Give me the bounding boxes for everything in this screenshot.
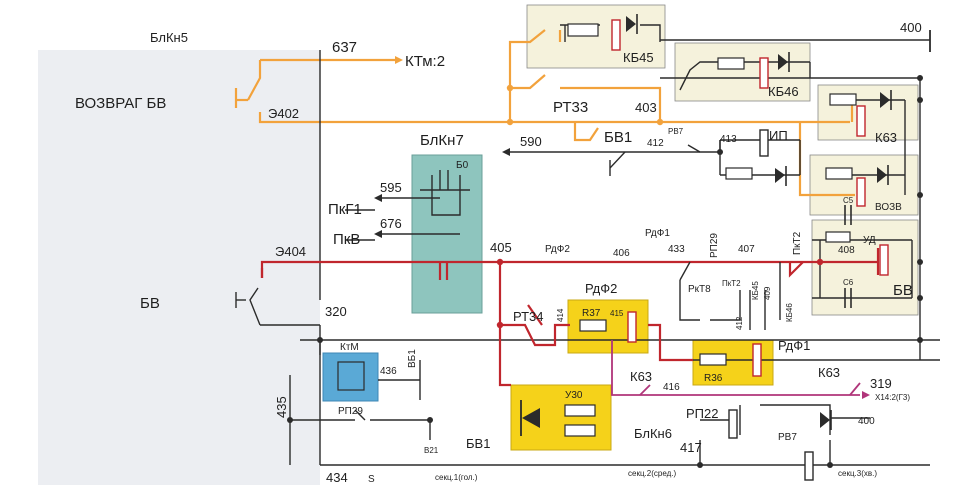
label-rdf1-top: РдФ1 [645, 228, 670, 239]
label-bv1-mid: БВ1 [604, 129, 632, 146]
label-rt33: РТ33 [553, 99, 588, 116]
label-pkt2-top: ПкТ2 [792, 231, 803, 255]
label-blkn6: БлКн6 [634, 426, 672, 441]
label-vb1: ВБ1 [407, 349, 418, 368]
label-408: 408 [838, 245, 855, 256]
label-407: 407 [738, 244, 755, 255]
label-rp22: РП22 [686, 406, 718, 421]
label-kb46-v: КБ46 [785, 303, 794, 322]
label-c5: С5 [843, 196, 854, 205]
red-circuit [260, 248, 880, 387]
label-vozvrat-bv: ВОЗВРАГ БВ [75, 95, 166, 112]
label-k63-right: К63 [818, 365, 840, 380]
label-u30: У30 [565, 390, 583, 401]
label-400-low: 400 [858, 416, 875, 427]
label-bv1-low: БВ1 [466, 436, 490, 451]
label-ip: ИП [769, 128, 788, 143]
label-rt34: РТ34 [513, 309, 544, 324]
orange-circuit [234, 29, 855, 197]
label-bv-left: БВ [140, 295, 160, 312]
junction-dots [287, 75, 923, 468]
label-r36: R36 [704, 373, 723, 384]
label-rdf2-box: РдФ2 [585, 281, 617, 296]
label-kb46: КБ46 [768, 84, 799, 99]
contact-icon [345, 170, 781, 330]
label-434: 434 [326, 470, 348, 485]
label-400-top: 400 [900, 20, 922, 35]
label-section-1: секц.1(гол.) [435, 473, 478, 482]
label-595: 595 [380, 180, 402, 195]
diode-icon [520, 14, 892, 436]
label-412b: 412 [735, 316, 744, 330]
label-rp29-top: РП29 [709, 233, 720, 258]
label-kb45-v: КБ45 [751, 281, 760, 300]
label-b0: Б0 [456, 160, 469, 171]
label-rkt8: РкТ8 [688, 284, 711, 295]
label-rp29-low: РП29 [338, 406, 363, 417]
label-403: 403 [635, 100, 657, 115]
label-435: 435 [274, 396, 289, 418]
label-ud: УД [863, 235, 876, 246]
label-rv7: РВ7 [778, 432, 797, 443]
label-rdf2-top: РдФ2 [545, 244, 570, 255]
label-pkt2-mid: ПкТ2 [722, 279, 741, 288]
label-433: 433 [668, 244, 685, 255]
coil-icon [337, 19, 889, 481]
label-section-2: секц.2(сред.) [628, 469, 676, 478]
purple-circuit [611, 340, 870, 399]
label-k63-low: К63 [630, 369, 652, 384]
relay-panel-k63 [817, 84, 919, 141]
label-kb45: КБ45 [623, 50, 654, 65]
label-415: 415 [610, 309, 624, 318]
label-417: 417 [680, 440, 702, 455]
label-406: 406 [613, 248, 630, 259]
diagram-labels: БлКн5 637 КТм:2 ВОЗВРАГ БВ Э402 КБ45 КБ4… [75, 20, 922, 485]
label-c6: С6 [843, 278, 854, 287]
label-rv7-small: РВ7 [668, 127, 684, 136]
resistor-icon [564, 23, 857, 437]
label-blkn5: БлКн5 [150, 30, 188, 45]
capacitor-icon [844, 205, 852, 308]
label-409: 409 [763, 286, 772, 300]
label-bv-right: БВ [893, 282, 913, 299]
label-e404: Э404 [275, 244, 306, 259]
label-v21: В21 [424, 446, 439, 455]
label-k63-top: К63 [875, 130, 897, 145]
label-vozv: ВОЗВ [875, 202, 902, 213]
label-319: 319 [870, 376, 892, 391]
label-413: 413 [720, 134, 737, 145]
label-436: 436 [380, 366, 397, 377]
label-676: 676 [380, 216, 402, 231]
label-ktm2: КТм:2 [405, 53, 445, 70]
label-x14: Х14:2(Г3) [875, 393, 910, 402]
label-320: 320 [325, 304, 347, 319]
label-e402: Э402 [268, 106, 299, 121]
label-414: 414 [556, 308, 565, 322]
label-section-3: секц.3(хв.) [838, 469, 877, 478]
relay-panel-kb46 [674, 42, 811, 102]
label-ktm: КтМ [340, 342, 359, 353]
label-s-mark: S [368, 474, 375, 485]
label-416: 416 [663, 382, 680, 393]
label-rdf1-box: РдФ1 [778, 338, 810, 353]
label-r37: R37 [582, 308, 601, 319]
label-590: 590 [520, 134, 542, 149]
label-405: 405 [490, 240, 512, 255]
label-blkn7: БлКн7 [420, 132, 464, 149]
label-pkg1: ПкГ1 [328, 201, 362, 218]
label-637: 637 [332, 39, 357, 56]
label-412: 412 [647, 138, 664, 149]
label-pkv: ПкВ [333, 231, 360, 248]
